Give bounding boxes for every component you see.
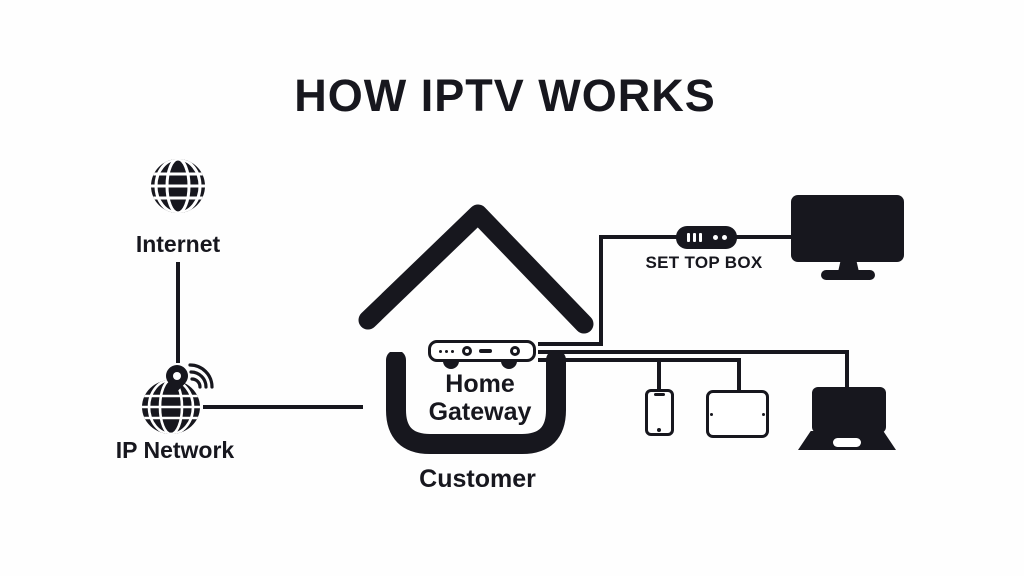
router-icon: [428, 340, 536, 369]
router-foot: [443, 361, 459, 369]
wire-gateway-tablet-v: [737, 358, 741, 394]
laptop-base: [798, 431, 896, 450]
wire-gateway-stb-v: [599, 235, 603, 346]
wire-gateway-phone-v: [657, 358, 661, 392]
globe-pin-wifi-icon: [142, 363, 214, 434]
set-top-box-label: SET TOP BOX: [645, 253, 763, 272]
stb-led: [722, 235, 727, 240]
router-foot: [501, 361, 517, 369]
page-title: HOW IPTV WORKS: [294, 70, 716, 121]
phone-speaker: [654, 393, 665, 396]
tv-stand-neck: [838, 261, 859, 272]
stb-vent: [699, 233, 702, 242]
router-led: [445, 350, 448, 353]
wire-gateway-tablet-h: [538, 358, 741, 362]
set-top-box-icon: [676, 226, 737, 249]
ip-network-label: IP Network: [115, 437, 235, 463]
wire-gateway-laptop-h: [538, 350, 849, 354]
customer-label: Customer: [419, 465, 536, 493]
smartphone-icon: [645, 389, 674, 436]
house-body-shape: [386, 352, 566, 454]
stb-led: [713, 235, 718, 240]
wire-internet-ipnetwork: [176, 262, 180, 363]
stb-vent: [693, 233, 696, 242]
tv-icon: [791, 195, 904, 262]
phone-home-button: [657, 428, 661, 432]
house-icon: [358, 204, 594, 334]
globe-icon: [151, 159, 205, 213]
router-port: [462, 346, 472, 356]
tablet-camera: [762, 413, 765, 416]
stb-vent: [687, 233, 690, 242]
wire-ipnetwork-customer: [203, 405, 363, 409]
home-gateway-label: Home Gateway: [428, 370, 532, 426]
tablet-icon: [706, 390, 769, 438]
laptop-touchpad: [833, 438, 861, 447]
wire-gateway-stb-h1: [538, 342, 602, 346]
router-led: [439, 350, 442, 353]
tablet-camera: [710, 413, 713, 416]
router-port: [510, 346, 520, 356]
router-vent: [479, 349, 492, 353]
router-led: [451, 350, 454, 353]
wire-gateway-laptop-v: [845, 350, 849, 390]
laptop-icon: [812, 387, 886, 433]
internet-label: Internet: [135, 231, 221, 257]
tv-stand-base: [821, 270, 875, 280]
